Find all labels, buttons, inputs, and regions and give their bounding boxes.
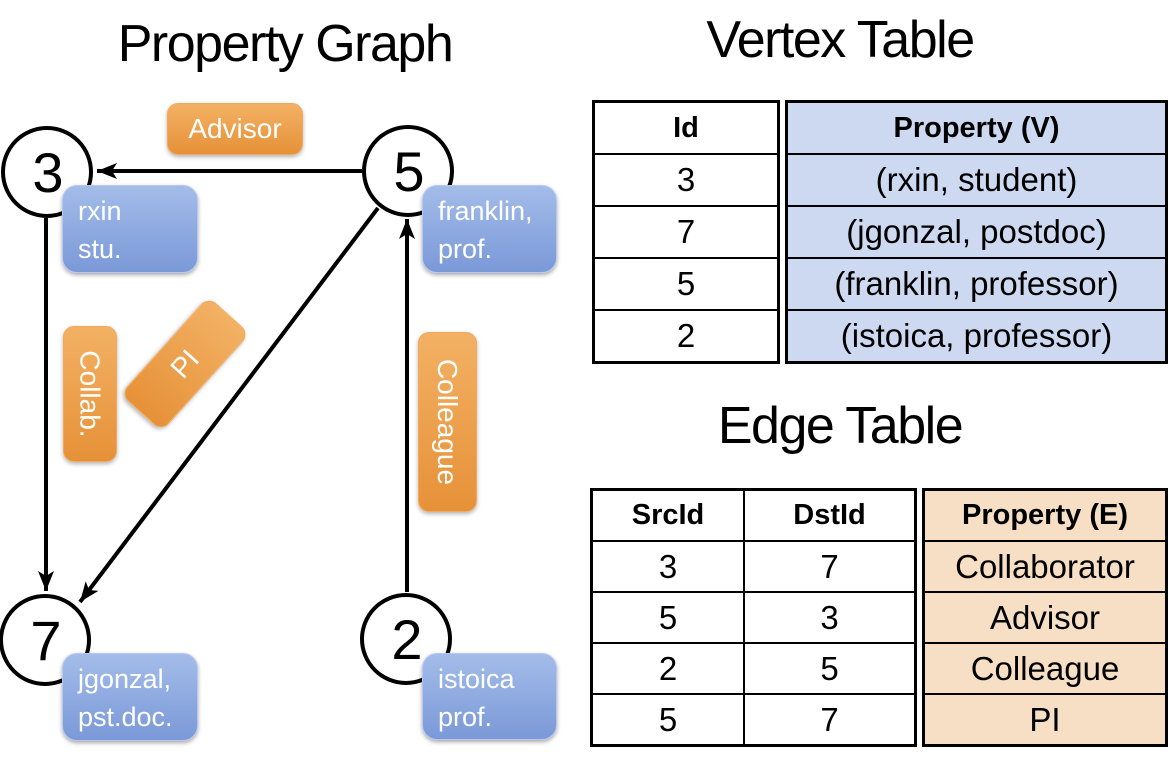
vertex-property-cell: (rxin, student) xyxy=(785,153,1168,207)
edge-srcid-cell: 5 xyxy=(590,591,745,644)
graph-edges xyxy=(38,163,415,604)
vertex-property-box-jgonzal: jgonzal, pst.doc. xyxy=(62,653,198,741)
vertex-property-line: franklin, xyxy=(438,196,533,226)
edge-dstid-cell: 5 xyxy=(743,642,917,695)
edge-id-columns: SrcId DstId 3 7 5 3 2 5 5 7 xyxy=(590,488,917,747)
vertex-property-box-franklin: franklin, prof. xyxy=(422,185,557,273)
edge-label-text: Colleague xyxy=(432,358,464,486)
vertex-table: Id 3 7 5 2 Property (V) (rxin, student) … xyxy=(592,100,1168,364)
edge-dstid-header: DstId xyxy=(743,488,917,542)
vertex-property-cell: (istoica, professor) xyxy=(785,309,1168,364)
node-5: 5 xyxy=(362,125,454,217)
vertex-property-column: Property (V) (rxin, student) (jgonzal, p… xyxy=(785,100,1168,364)
edge-label-text: Collab. xyxy=(75,350,107,438)
edge-property-header: Property (E) xyxy=(922,488,1168,542)
vertex-property-line: prof. xyxy=(438,234,493,264)
edge-label-advisor: Advisor xyxy=(167,103,303,155)
vertex-table-title: Vertex Table xyxy=(706,11,975,69)
edge-table: SrcId DstId 3 7 5 3 2 5 5 7 Property (E)… xyxy=(590,488,1168,747)
edge-label-collab: Collab. xyxy=(63,326,117,462)
vertex-id-header: Id xyxy=(592,100,780,155)
edge-srcid-header: SrcId xyxy=(590,488,745,542)
vertex-id-cell: 3 xyxy=(592,153,780,207)
node-2: 2 xyxy=(360,593,452,685)
node-3-id: 3 xyxy=(32,140,63,204)
vertex-property-header: Property (V) xyxy=(785,100,1168,155)
edge-property-cell: Collaborator xyxy=(922,540,1168,593)
edge-srcid-cell: 2 xyxy=(590,642,745,695)
edge-label-text: PI xyxy=(164,343,206,384)
edge-dstid-cell: 7 xyxy=(743,540,917,593)
edge-dstid-cell: 3 xyxy=(743,591,917,644)
edge-property-column: Property (E) Collaborator Advisor Collea… xyxy=(922,488,1168,747)
vertex-id-cell: 7 xyxy=(592,205,780,259)
vertex-property-line: rxin xyxy=(78,196,122,226)
edge-srcid-cell: 5 xyxy=(590,693,745,747)
edge-label-text: Advisor xyxy=(188,113,282,144)
vertex-property-line: jgonzal, xyxy=(78,664,172,694)
vertex-id-column: Id 3 7 5 2 xyxy=(592,100,780,364)
vertex-property-cell: (jgonzal, postdoc) xyxy=(785,205,1168,259)
vertex-property-line: pst.doc. xyxy=(78,702,173,732)
node-7-id: 7 xyxy=(30,608,61,672)
property-graph-title: Property Graph xyxy=(117,15,454,73)
edge-property-cell: PI xyxy=(922,693,1168,747)
vertex-property-line: prof. xyxy=(438,702,493,732)
edge-srcid-cell: 3 xyxy=(590,540,745,593)
node-5-id: 5 xyxy=(393,139,424,203)
vertex-id-cell: 2 xyxy=(592,309,780,364)
vertex-property-box-rxin: rxin stu. xyxy=(62,185,198,273)
edge-dstid-cell: 7 xyxy=(743,693,917,747)
vertex-property-cell: (franklin, professor) xyxy=(785,257,1168,311)
edge-label-colleague: Colleague xyxy=(418,332,477,512)
vertex-id-cell: 5 xyxy=(592,257,780,311)
edge-table-title: Edge Table xyxy=(717,397,964,455)
edge-pi-line xyxy=(78,206,380,604)
node-2-id: 2 xyxy=(391,607,422,671)
vertex-property-line: stu. xyxy=(78,234,122,264)
property-graph-panel: Property Graph 3 5 7 2 rxin stu. xyxy=(0,15,557,741)
vertex-property-box-istoica: istoica prof. xyxy=(422,653,557,740)
vertex-property-line: istoica xyxy=(438,664,515,694)
edge-property-cell: Advisor xyxy=(922,591,1168,644)
edge-property-cell: Colleague xyxy=(922,642,1168,695)
